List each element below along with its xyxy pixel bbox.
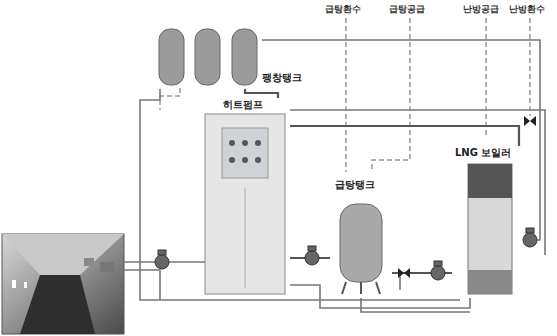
tank-legs: [342, 282, 380, 294]
equipment-node: 급탕탱크: [330, 178, 392, 298]
boiler-body: [468, 164, 512, 294]
heat-pump-cabinet: [205, 114, 285, 294]
expansion-tank: [232, 29, 257, 85]
panel-dial: [255, 140, 261, 146]
pipe-label: 급탕공급: [388, 3, 426, 15]
pipe-connector: [245, 89, 278, 98]
tunnel-photo: [2, 234, 124, 334]
equipment-shape: [452, 146, 527, 298]
door-seam: [245, 188, 246, 288]
control-panel: [222, 128, 268, 178]
panel-dial: [255, 157, 261, 163]
pipe-label: 난방환수: [508, 3, 546, 15]
storage-tank: [340, 204, 382, 282]
equipment-label: 히트펌프: [222, 98, 264, 111]
equipment-label: LNG 보일러: [454, 146, 512, 159]
pipe-label: 급탕환수: [324, 3, 362, 15]
panel-dial: [229, 140, 235, 146]
pipe-label: 난방공급: [462, 3, 500, 15]
equipment-label: 급탕탱크: [334, 178, 376, 191]
equipment-node: LNG 보일러: [452, 146, 527, 298]
panel-dial: [242, 157, 248, 163]
boiler-top: [468, 164, 512, 198]
expansion-tank: [159, 29, 184, 85]
pipe-connector: [290, 126, 519, 146]
equipment-node: 팽창탱크: [155, 25, 310, 89]
panel-dial: [242, 140, 248, 146]
equipment-label: 팽창탱크: [261, 71, 303, 84]
equipment-shape: [330, 178, 392, 298]
equipment-shape: [200, 98, 290, 298]
expansion-tank: [195, 29, 220, 85]
equipment-node: 히트펌프: [200, 98, 290, 298]
panel-dial: [229, 157, 235, 163]
boiler-burner: [468, 270, 512, 294]
pipe-line: [124, 40, 545, 312]
valve-symbol: [398, 116, 536, 278]
